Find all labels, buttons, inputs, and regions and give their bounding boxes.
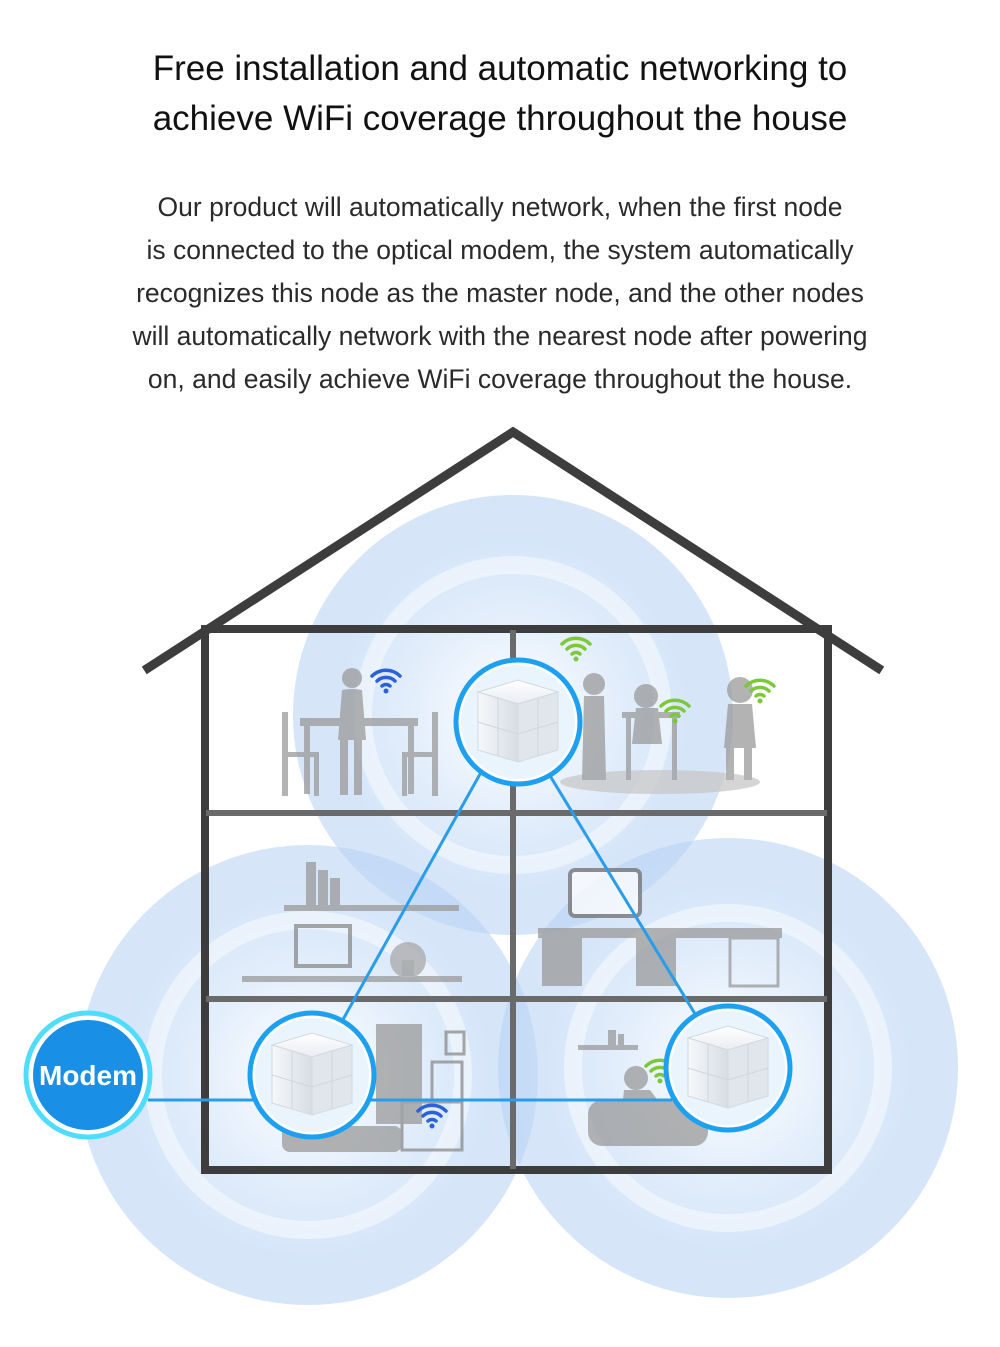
description-line-1: Our product will automatically network, … [157,192,843,222]
description-line-2: is connected to the optical modem, the s… [146,235,854,265]
room-dining [282,668,438,796]
mesh-node-icon [456,660,580,784]
description-line-3: recognizes this node as the master node,… [136,278,864,308]
title-line-1: Free installation and automatic networki… [152,49,848,88]
room-living [282,1024,466,1152]
page-title: Free installation and automatic networki… [0,44,1000,144]
description-line-5: on, and easily achieve WiFi coverage thr… [147,364,853,394]
mesh-node-icon [250,1013,374,1137]
description-line-4: will automatically network with the near… [132,321,868,351]
modem-badge: Modem [23,1010,153,1140]
modem-label: Modem [39,1060,137,1091]
mesh-node-icon [666,1006,790,1130]
link-master-left [310,714,515,1076]
room-office [538,868,782,988]
room-bedroom [560,673,760,794]
wifi-icon [744,678,776,706]
description: Our product will automatically network, … [50,186,950,401]
mesh-network-diagram: Modem [23,426,958,1305]
title-line-2: achieve WiFi coverage throughout the hou… [152,99,848,138]
room-study [242,862,462,982]
